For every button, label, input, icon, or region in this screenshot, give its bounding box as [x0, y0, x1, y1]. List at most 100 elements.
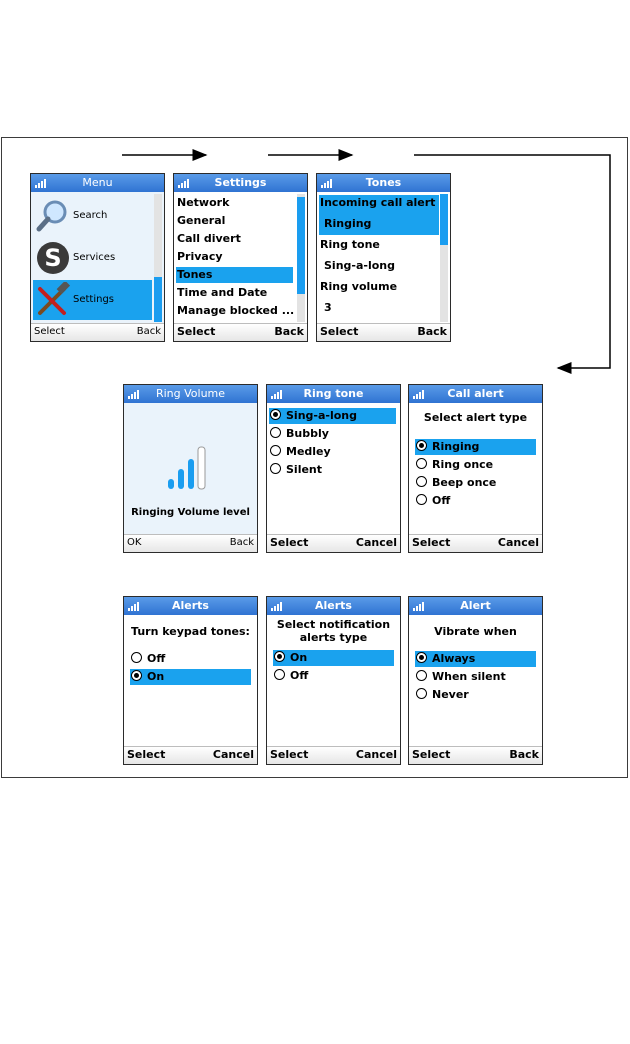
svg-text:S: S: [44, 244, 61, 272]
radio-option[interactable]: Off: [415, 493, 450, 509]
radio-option[interactable]: Medley: [269, 444, 331, 460]
softkey-right[interactable]: Back: [229, 537, 254, 548]
radio-checked-icon: [131, 670, 142, 681]
softkey-left[interactable]: OK: [127, 537, 142, 548]
softkey-right[interactable]: Back: [136, 326, 161, 337]
menu-item-settings[interactable]: Settings: [33, 280, 152, 320]
option-label: Sing-a-long: [286, 409, 357, 422]
radio-option-selected[interactable]: Always: [415, 651, 536, 667]
list-item-selected[interactable]: Incoming call alert: [320, 196, 436, 209]
option-label: Bubbly: [286, 427, 329, 440]
softkey-left[interactable]: Select: [412, 536, 451, 549]
radio-unchecked-icon: [270, 427, 281, 438]
softkey-bar: Select Cancel: [124, 746, 257, 764]
screen-title: Ring tone: [303, 387, 364, 400]
softkey-left[interactable]: Select: [412, 748, 451, 761]
radio-unchecked-icon: [416, 476, 427, 487]
radio-checked-icon: [274, 651, 285, 662]
list-item-value: 3: [324, 301, 332, 314]
radio-unchecked-icon: [131, 652, 142, 663]
option-label: On: [147, 670, 165, 683]
softkey-right[interactable]: Cancel: [355, 748, 397, 761]
tools-icon: [38, 282, 71, 315]
softkey-right[interactable]: Cancel: [497, 536, 539, 549]
list-item[interactable]: Manage blocked ...: [177, 304, 295, 317]
softkey-left[interactable]: Select: [127, 748, 166, 761]
radio-option[interactable]: Never: [415, 687, 469, 703]
scrollbar[interactable]: [154, 194, 162, 322]
vibrate-screen: Alert Vibrate when Always When silent Ne…: [408, 596, 543, 765]
selected-group: [319, 195, 439, 235]
list-item[interactable]: Time and Date: [177, 286, 268, 299]
list-item[interactable]: Network: [177, 196, 230, 209]
radio-unchecked-icon: [270, 445, 281, 456]
list-item[interactable]: Privacy: [177, 250, 223, 263]
call-alert-screen: Call alert Select alert type Ringing Rin…: [408, 384, 543, 553]
softkey-right[interactable]: Back: [417, 325, 447, 338]
radio-option[interactable]: Off: [130, 651, 165, 667]
radio-unchecked-icon: [416, 458, 427, 469]
menu-item-search[interactable]: Search: [33, 196, 152, 236]
softkey-left[interactable]: Select: [320, 325, 359, 338]
radio-option-selected[interactable]: On: [273, 650, 394, 666]
softkey-right[interactable]: Cancel: [212, 748, 254, 761]
softkey-left[interactable]: Select: [34, 326, 65, 337]
radio-option-selected[interactable]: Ringing: [415, 439, 536, 455]
screen-title: Alerts: [172, 599, 209, 612]
option-label: Never: [432, 688, 469, 701]
signal-icon: [321, 178, 333, 188]
skype-icon: S: [37, 242, 69, 274]
signal-icon: [35, 178, 47, 188]
menu-item-label: Search: [73, 210, 108, 221]
radio-checked-icon: [416, 652, 427, 663]
option-label: Medley: [286, 445, 331, 458]
scrollbar[interactable]: [440, 194, 448, 322]
title-bar: Alerts: [124, 597, 257, 615]
prompt-text: Select alert type: [423, 411, 528, 424]
softkey-left[interactable]: Select: [270, 748, 309, 761]
list-item[interactable]: General: [177, 214, 226, 227]
option-label: Ring once: [432, 458, 494, 471]
volume-level-icon: [168, 446, 206, 490]
radio-option[interactable]: Off: [273, 668, 308, 684]
signal-icon: [271, 601, 283, 611]
search-icon: [36, 200, 67, 232]
prompt-text: Vibrate when: [434, 625, 517, 638]
radio-checked-icon: [270, 409, 281, 420]
title-bar: Ring tone: [267, 385, 400, 403]
notification-alerts-screen: Alerts Select notification alerts type O…: [266, 596, 401, 765]
radio-unchecked-icon: [270, 463, 281, 474]
softkey-left[interactable]: Select: [177, 325, 216, 338]
menu-item-services[interactable]: S Services: [33, 238, 152, 278]
radio-option[interactable]: Bubbly: [269, 426, 329, 442]
radio-option[interactable]: Beep once: [415, 475, 496, 491]
radio-option[interactable]: Ring once: [415, 457, 493, 473]
scrollbar[interactable]: [297, 194, 305, 322]
title-bar: Settings: [174, 174, 307, 192]
softkey-right[interactable]: Back: [509, 748, 539, 761]
ring-volume-screen: Ring Volume Ringing Volume level OK Back: [123, 384, 258, 553]
diagram-frame: [1, 137, 628, 778]
signal-icon: [128, 389, 140, 399]
radio-option-selected[interactable]: Sing-a-long: [269, 408, 396, 424]
title-bar: Tones: [317, 174, 450, 192]
list-item[interactable]: Ring tone: [320, 238, 380, 251]
radio-option-selected[interactable]: On: [130, 669, 251, 685]
option-label: Beep once: [432, 476, 497, 489]
prompt-text: Select notification: [276, 618, 391, 631]
list-item[interactable]: Call divert: [177, 232, 241, 245]
list-item-value: Sing-a-long: [324, 259, 395, 272]
softkey-right[interactable]: Cancel: [355, 536, 397, 549]
signal-icon: [128, 601, 140, 611]
radio-option[interactable]: Silent: [269, 462, 322, 478]
list-item-selected[interactable]: Tones: [176, 267, 293, 283]
title-bar: Ring Volume: [124, 385, 257, 403]
radio-option[interactable]: When silent: [415, 669, 506, 685]
softkey-right[interactable]: Back: [274, 325, 304, 338]
softkey-left[interactable]: Select: [270, 536, 309, 549]
radio-checked-icon: [416, 440, 427, 451]
option-label: Ringing: [432, 440, 480, 453]
list-item[interactable]: Ring volume: [320, 280, 398, 293]
softkey-bar: Select Cancel: [267, 746, 400, 764]
settings-screen: Settings Network General Call divert Pri…: [173, 173, 308, 342]
